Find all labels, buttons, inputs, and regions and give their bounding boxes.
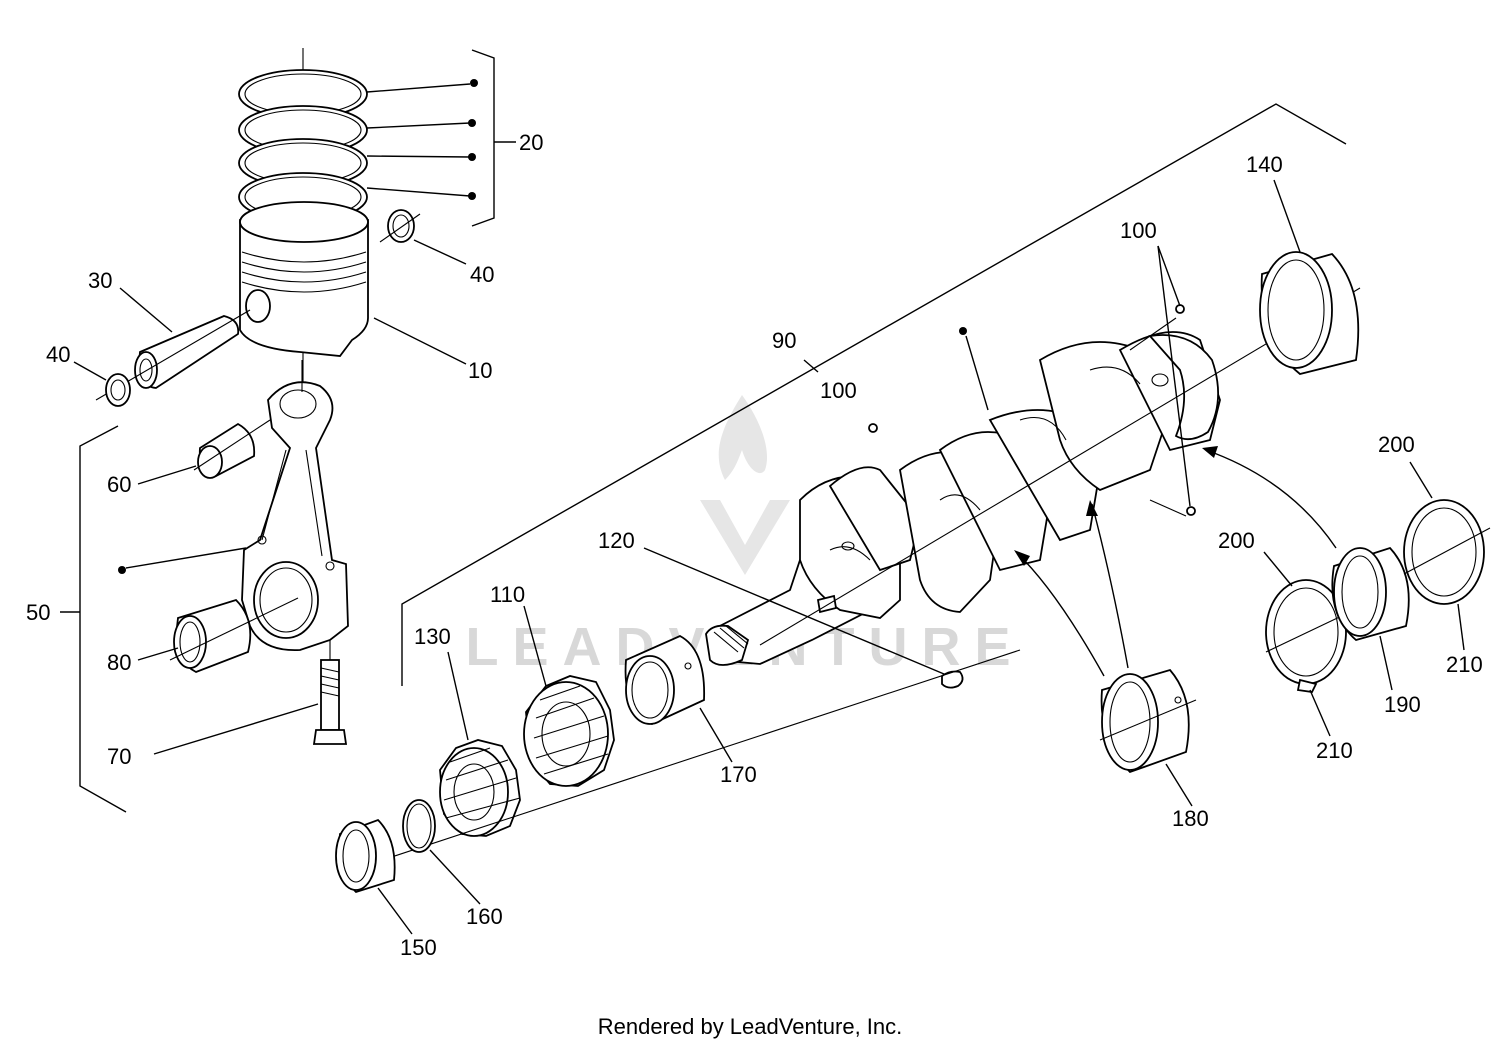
watermark-flame-icon <box>718 395 768 480</box>
assembly-arrow <box>1205 449 1337 549</box>
crank-marker-dot <box>959 327 967 335</box>
watermark-v-icon <box>700 500 790 575</box>
label-90: 90 <box>772 328 796 353</box>
label-190: 190 <box>1384 692 1421 717</box>
circlip-right <box>387 209 415 243</box>
label-130: 130 <box>414 624 451 649</box>
rod-bearing <box>173 598 252 673</box>
thrust-washer-left <box>1265 579 1347 693</box>
gear-collar <box>624 634 705 725</box>
o-ring <box>402 799 436 853</box>
bracket-50 <box>79 425 127 813</box>
label-180: 180 <box>1172 806 1209 831</box>
bracket-20 <box>471 49 495 227</box>
label-10: 10 <box>468 358 492 383</box>
label-170: 170 <box>720 762 757 787</box>
bracket-90 <box>401 103 1347 686</box>
ring-marker-dot <box>468 153 476 161</box>
crankshaft <box>705 331 1221 666</box>
piston <box>239 201 369 357</box>
thrust-bearing <box>1331 546 1410 641</box>
circlip-left <box>105 373 131 407</box>
crank-gear-small <box>439 739 521 837</box>
connecting-rod <box>241 381 349 651</box>
footer-credit: Rendered by LeadVenture, Inc. <box>597 1014 903 1039</box>
small-end-bushing <box>197 422 256 479</box>
woodruff-key <box>941 670 964 689</box>
label-70: 70 <box>107 744 131 769</box>
ring-marker-dot <box>468 119 476 127</box>
label-160: 160 <box>466 904 503 929</box>
label-210-left: 210 <box>1316 738 1353 763</box>
assembly-arrow <box>1015 551 1105 677</box>
label-100-front: 100 <box>820 378 857 403</box>
rod-marker-dot <box>118 566 126 574</box>
label-200-right: 200 <box>1378 432 1415 457</box>
label-200-left: 200 <box>1218 528 1255 553</box>
label-50: 50 <box>26 600 50 625</box>
label-210-right: 210 <box>1446 652 1483 677</box>
label-20: 20 <box>519 130 543 155</box>
ring-marker-dot <box>470 79 478 87</box>
part-labels: 10 20 30 40 40 50 60 70 80 90 100 100 11… <box>26 130 1483 960</box>
label-140: 140 <box>1246 152 1283 177</box>
front-oil-seal <box>335 818 396 894</box>
label-40-right: 40 <box>470 262 494 287</box>
ring-marker-dot <box>468 192 476 200</box>
crank-gear-large <box>523 675 615 787</box>
label-60: 60 <box>107 472 131 497</box>
label-150: 150 <box>400 935 437 960</box>
plug-lower <box>1186 506 1196 516</box>
label-110: 110 <box>490 582 525 607</box>
label-100-rear: 100 <box>1120 218 1157 243</box>
assembly-arrow <box>1091 503 1129 669</box>
piston-pin <box>134 315 240 389</box>
plug-front <box>868 423 878 433</box>
label-40-left: 40 <box>46 342 70 367</box>
label-80: 80 <box>107 650 131 675</box>
plug-upper <box>1175 304 1185 314</box>
label-30: 30 <box>88 268 112 293</box>
piston-rings <box>238 69 368 222</box>
label-120: 120 <box>598 528 635 553</box>
main-bearing-rear <box>1259 251 1360 375</box>
rod-bolt <box>312 659 348 745</box>
